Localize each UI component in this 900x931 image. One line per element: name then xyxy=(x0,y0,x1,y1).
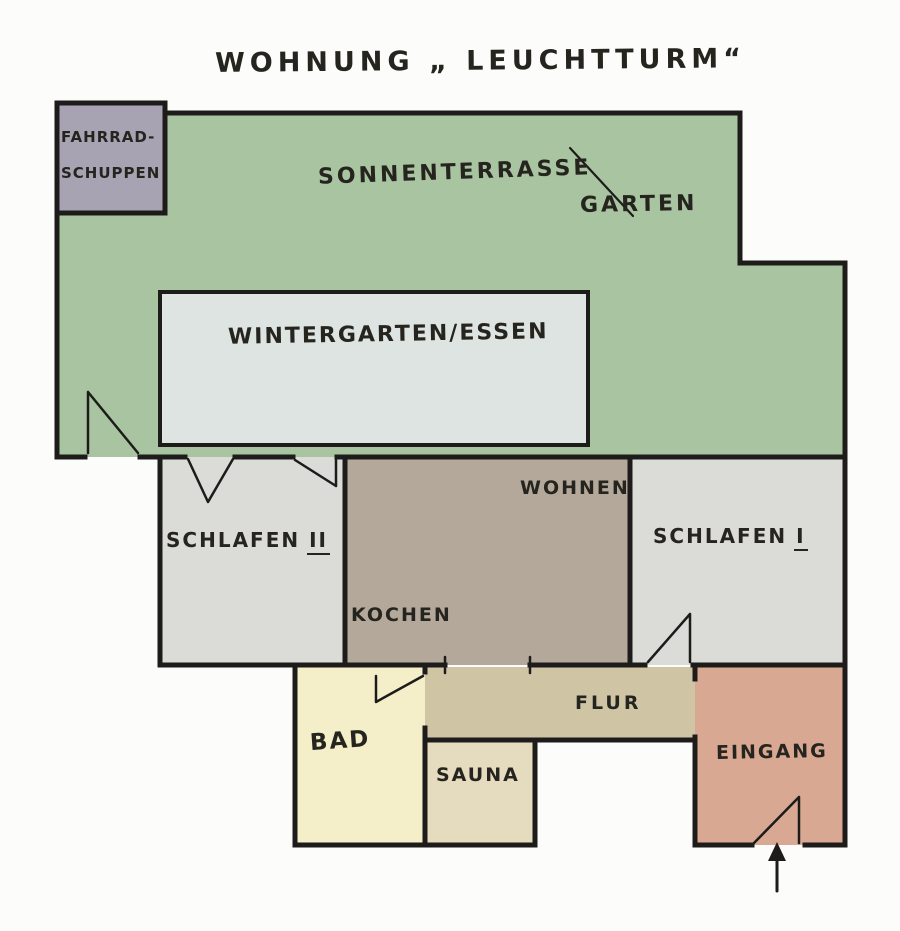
door-kochen-flur-icon xyxy=(443,655,532,675)
label-fahrrad-line2: SCHUPPEN xyxy=(61,164,161,182)
walls xyxy=(54,100,848,893)
door-garden-icon xyxy=(86,390,140,455)
wall-sauna xyxy=(422,737,538,848)
plan-title: WOHNUNG „ LEUCHTTURM“ xyxy=(214,43,747,79)
entrance-arrowhead-icon xyxy=(768,842,786,861)
room-schlafen-2 xyxy=(160,457,345,665)
door-schlafen2-icon xyxy=(186,457,235,504)
label-schlafen-1-text: SCHLAFEN xyxy=(653,524,788,548)
wall-garden-top-right xyxy=(162,110,848,460)
label-bad: BAD xyxy=(309,725,372,757)
room-flur xyxy=(425,667,695,740)
door-schlafen1-icon xyxy=(646,612,692,664)
room-fahrrad-schuppen xyxy=(57,103,165,213)
label-slash-icon xyxy=(568,146,635,218)
door-eingang-icon xyxy=(752,795,801,845)
room-schlafen-1 xyxy=(630,457,845,665)
door-wohnen-icon xyxy=(293,458,338,488)
label-eingang: EINGANG xyxy=(715,740,828,764)
wall-wintergarten-outline xyxy=(158,290,590,447)
label-fahrrad-line1: FAHRRAD- xyxy=(61,128,156,146)
wall-shed-outline xyxy=(54,100,168,216)
wall-bad xyxy=(292,662,428,848)
label-sauna: SAUNA xyxy=(436,764,520,786)
door-bad-icon xyxy=(374,674,425,704)
label-schlafen-2-text: SCHLAFEN xyxy=(166,528,301,552)
label-schlafen-2-numeral: II xyxy=(307,528,330,555)
room-wintergarten-essen xyxy=(160,292,588,445)
room-fills xyxy=(57,103,845,845)
room-eingang xyxy=(695,665,845,845)
room-wohnen-kochen xyxy=(345,457,630,665)
label-kochen: KOCHEN xyxy=(351,604,452,626)
label-flur: FLUR xyxy=(575,692,642,714)
room-sauna xyxy=(425,740,535,845)
label-fahrrad-schuppen: FAHRRAD- SCHUPPEN xyxy=(61,119,160,191)
label-garten: GARTEN xyxy=(579,190,698,219)
label-wohnen: WOHNEN xyxy=(520,477,630,499)
label-schlafen-1-numeral: I xyxy=(794,524,808,551)
room-bad xyxy=(295,665,425,845)
wall-eingang xyxy=(692,662,848,848)
